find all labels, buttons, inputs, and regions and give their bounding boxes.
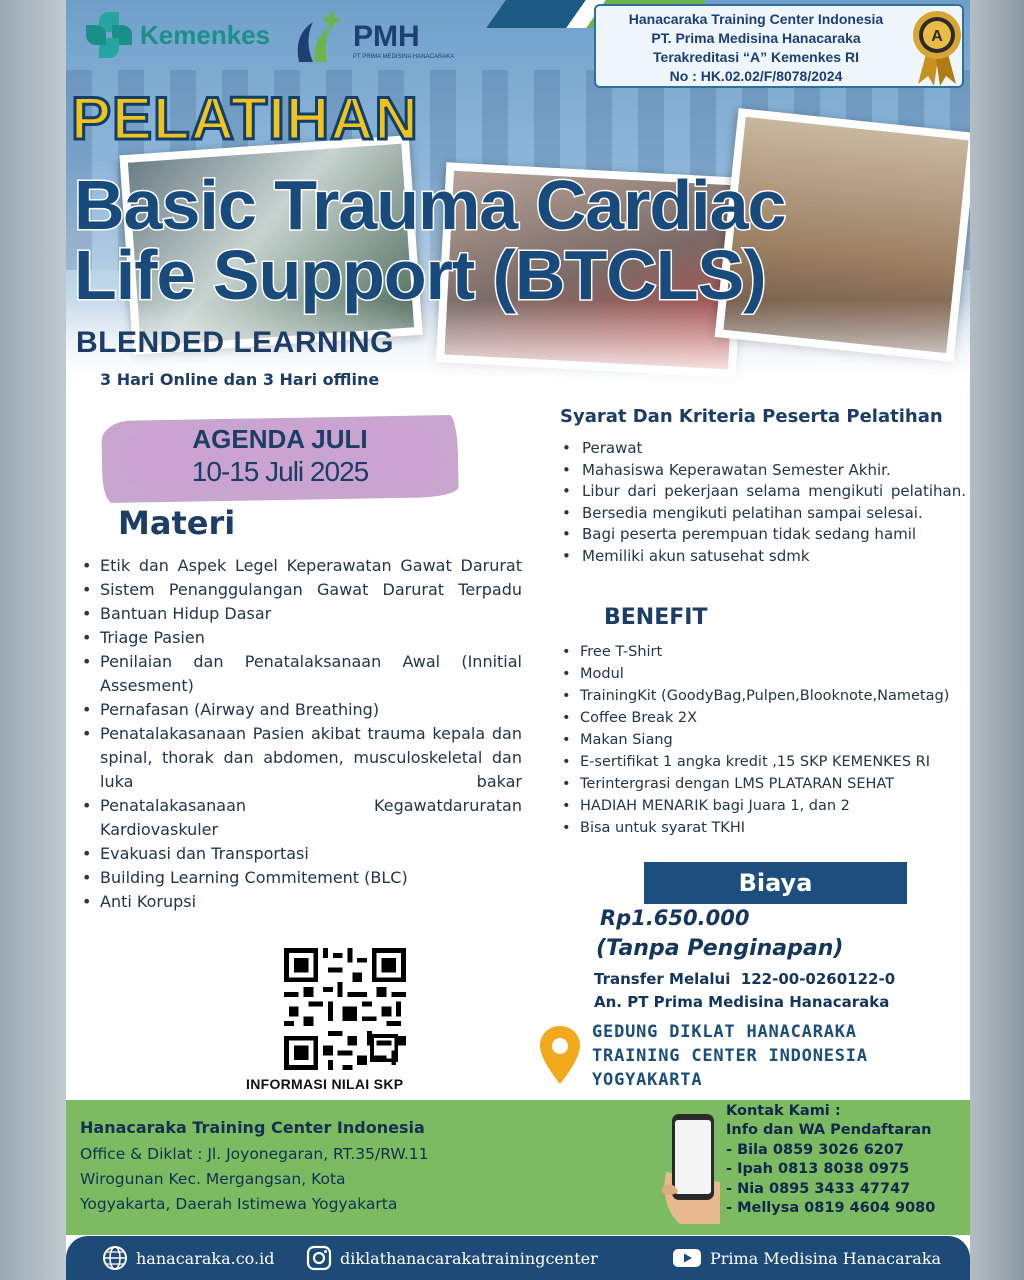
materi-list: Etik dan Aspek Legel Keperawatan Gawat D…: [80, 554, 522, 914]
benefit-item: Free T-Shirt: [560, 641, 970, 663]
syarat-item: Perawat: [560, 438, 966, 460]
venue-line-3: YOGYAKARTA: [592, 1070, 703, 1090]
title-pelatihan: PELATIHAN: [70, 84, 420, 154]
benefit-item: Modul: [560, 663, 970, 685]
website-text: hanacaraka.co.id: [136, 1248, 275, 1268]
materi-item: Triage Pasien: [80, 626, 522, 650]
accreditation-medal-icon: A: [913, 11, 961, 86]
website-link[interactable]: hanacaraka.co.id: [102, 1245, 274, 1271]
account-holder: An. PT Prima Medisina Hanacaraka: [594, 993, 890, 1011]
benefit-item: Makan Siang: [560, 729, 970, 751]
pmh-logo: PMH PT PRIMA MEDISINA HANACARAKA: [291, 6, 454, 66]
syarat-heading: Syarat Dan Kriteria Peserta Pelatihan: [560, 406, 943, 427]
benefit-item: HADIAH MENARIK bagi Juara 1, dan 2: [560, 795, 970, 817]
pmh-logo-subtitle: PT PRIMA MEDISINA HANACARAKA: [353, 54, 455, 60]
location-pin-icon: [540, 1026, 580, 1084]
medal-letter: A: [931, 28, 943, 45]
accreditation-line-3: Terakreditasi “A” Kemenkes RI: [653, 49, 859, 65]
syarat-item: Libur dari pekerjaan selama mengikuti pe…: [560, 481, 966, 503]
agenda-dates: 10-15 Juli 2025: [191, 456, 369, 487]
benefit-item: E-sertifikat 1 angka kredit ,15 SKP KEME…: [560, 751, 970, 773]
materi-item: Building Learning Commitement (BLC): [80, 866, 522, 890]
accreditation-line-1: Hanacaraka Training Center Indonesia: [628, 11, 884, 27]
materi-item: Etik dan Aspek Legel Keperawatan Gawat D…: [80, 554, 522, 578]
address-line-1: Office & Diklat : Jl. Joyonegaran, RT.35…: [80, 1145, 429, 1163]
youtube-link[interactable]: Prima Medisina Hanacaraka: [672, 1245, 941, 1271]
materi-item: Sistem Penanggulangan Gawat Darurat Terp…: [80, 578, 522, 602]
kemenkes-leaf-icon: [86, 12, 132, 58]
benefit-heading: BENEFIT: [604, 605, 708, 630]
agenda-banner: AGENDA JULI 10-15 Juli 2025: [101, 414, 459, 504]
benefit-item: Coffee Break 2X: [560, 707, 970, 729]
instagram-text: diklathanacarakatrainingcenter: [340, 1248, 598, 1268]
learning-mode: BLENDED LEARNING: [76, 326, 395, 359]
price-note: (Tanpa Penginapan): [596, 936, 844, 961]
pmh-logo-text: PMH: [353, 20, 420, 53]
materi-item: Anti Korupsi: [80, 890, 522, 914]
materi-item: Bantuan Hidup Dasar: [80, 602, 522, 626]
agenda-label: AGENDA JULI: [192, 424, 368, 454]
learning-mode-detail: 3 Hari Online dan 3 Hari offline: [100, 370, 380, 389]
training-poster: Kemenkes PMH PT PRIMA MEDISINA HANACARAK…: [66, 0, 970, 1280]
youtube-text: Prima Medisina Hanacaraka: [710, 1248, 942, 1268]
accreditation-line-2: PT. Prima Medisina Hanacaraka: [651, 30, 861, 46]
benefit-item: Terintergrasi dengan LMS PLATARAN SEHAT: [560, 773, 970, 795]
venue-line-2: TRAINING CENTER INDONESIA: [592, 1046, 868, 1066]
address-line-3: Yogyakarta, Daerah Istimewa Yogyakarta: [80, 1195, 398, 1213]
syarat-item: Mahasiswa Keperawatan Semester Akhir.: [560, 460, 966, 482]
address-line-2: Wirogunan Kec. Mergangsan, Kota: [80, 1170, 346, 1188]
contact-whatsapp[interactable]: - Nia 0895 3433 47747: [726, 1180, 911, 1197]
venue-line-1: GEDUNG DIKLAT HANACARAKA: [592, 1022, 857, 1042]
materi-item: Pernafasan (Airway and Breathing): [80, 698, 522, 722]
materi-heading: Materi: [118, 504, 236, 542]
transfer-account: Transfer Melalui 122-00-0260122-0: [594, 970, 896, 988]
benefit-list: Free T-Shirt Modul TrainingKit (GoodyBag…: [560, 641, 970, 839]
instagram-link[interactable]: diklathanacarakatrainingcenter: [306, 1245, 598, 1271]
price: Rp1.650.000: [600, 906, 750, 930]
syarat-item: Bagi peserta perempuan tidak sedang hami…: [560, 524, 966, 546]
qr-label: INFORMASI NILAI SKP: [246, 1076, 404, 1092]
contact-title: Kontak Kami :: [726, 1103, 841, 1119]
kemenkes-logo: Kemenkes: [86, 12, 270, 58]
phone-in-hand-icon: [662, 1114, 720, 1224]
accreditation-box: Hanacaraka Training Center Indonesia PT.…: [594, 4, 964, 88]
contact-subtitle: Info dan WA Pendaftaran: [726, 1122, 932, 1139]
contact-whatsapp[interactable]: - Ipah 0813 8038 0975: [726, 1161, 910, 1178]
syarat-item: Bersedia mengikuti pelatihan sampai sele…: [560, 503, 966, 525]
biaya-label: Biaya: [644, 862, 907, 904]
accreditation-line-4: No : HK.02.02/F/8078/2024: [669, 68, 843, 84]
materi-item: Penatalakasanaan Pasien akibat trauma ke…: [80, 722, 522, 794]
globe-icon: [103, 1246, 127, 1270]
materi-item: Penilaian dan Penatalaksanaan Awal (Inni…: [80, 650, 522, 698]
footer: Hanacaraka Training Center Indonesia Off…: [66, 1100, 970, 1235]
contact-info: Kontak Kami : Info dan WA Pendaftaran - …: [726, 1102, 935, 1218]
syarat-item: Memiliki akun satusehat sdmk: [560, 546, 966, 568]
kemenkes-logo-text: Kemenkes: [140, 19, 271, 50]
contact-whatsapp[interactable]: - Mellysa 0819 4604 9080: [726, 1200, 936, 1217]
title-main: Basic Trauma Cardiac Life Support (BTCLS…: [72, 166, 787, 314]
skp-qr-code[interactable]: [284, 948, 406, 1070]
benefit-item: TrainingKit (GoodyBag,Pulpen,Blooknote,N…: [560, 685, 970, 707]
instagram-icon: [306, 1245, 332, 1271]
pmh-swoosh-icon: [297, 12, 340, 62]
footer-address: Office & Diklat : Jl. Joyonegaran, RT.35…: [80, 1142, 520, 1217]
footer-org-name: Hanacaraka Training Center Indonesia: [80, 1118, 425, 1137]
social-bar: hanacaraka.co.id diklathanacarakatrainin…: [66, 1236, 970, 1280]
materi-item: Penatalakasanaan Kegawatdaruratan Kardio…: [80, 794, 522, 842]
materi-item: Evakuasi dan Transportasi: [80, 842, 522, 866]
title-line-1: Basic Trauma Cardiac: [72, 166, 787, 244]
title-line-2: Life Support (BTCLS): [72, 236, 768, 314]
syarat-list: Perawat Mahasiswa Keperawatan Semester A…: [560, 438, 966, 568]
youtube-icon: [673, 1249, 701, 1267]
contact-whatsapp[interactable]: - Bila 0859 3026 6207: [726, 1141, 905, 1158]
venue: GEDUNG DIKLAT HANACARAKA TRAINING CENTER…: [592, 1020, 868, 1092]
benefit-item: Bisa untuk syarat TKHI: [560, 817, 970, 839]
